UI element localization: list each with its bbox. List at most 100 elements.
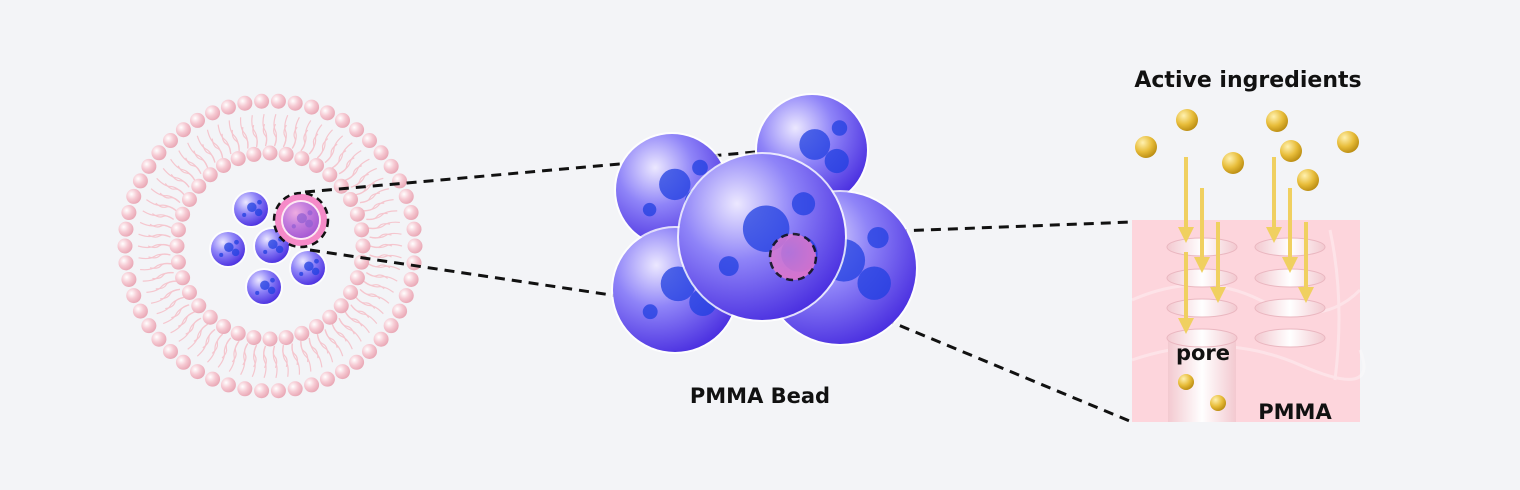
lipid-tail	[147, 243, 171, 249]
lipid-head	[220, 377, 236, 393]
lipid-head	[118, 255, 134, 271]
lipid-head	[343, 192, 359, 207]
lipid-head	[191, 298, 207, 314]
lipid-head	[181, 285, 197, 300]
lipid-head	[169, 238, 185, 254]
lipid-head	[118, 221, 134, 237]
active-ingredient-particle	[1210, 395, 1226, 411]
highlight-circle	[768, 232, 818, 282]
active-ingredient-particles	[1135, 109, 1359, 411]
lipid-head	[230, 325, 246, 341]
bead-spot	[642, 202, 657, 217]
active-ingredient-particle	[1176, 109, 1198, 131]
lipid-tail	[193, 150, 209, 168]
lipid-tail	[155, 280, 177, 290]
lipid-tail	[187, 142, 209, 169]
lipid-tail	[291, 343, 301, 375]
lipid-head	[349, 270, 365, 286]
lipid-tail	[324, 143, 338, 164]
bead-spot	[247, 202, 257, 213]
lipid-tail	[272, 345, 278, 369]
lipid-tail	[228, 120, 240, 151]
lipid-tail	[369, 243, 393, 249]
lipid-head	[294, 151, 310, 167]
bead-spot	[219, 252, 224, 257]
lipid-head	[373, 331, 389, 347]
lipid-tail	[363, 280, 385, 290]
bead-spot	[263, 249, 268, 254]
lipid-tail	[146, 280, 177, 293]
lipid-head	[383, 318, 399, 334]
bead-spot	[299, 271, 304, 276]
lipid-tail	[170, 311, 195, 334]
lipid-tail	[363, 280, 394, 293]
lipid-head	[392, 173, 408, 189]
lipid-head	[355, 238, 371, 254]
bead-spot	[275, 245, 284, 254]
lipid-head	[246, 330, 262, 346]
lipid-head	[132, 173, 148, 189]
lipid-tail	[177, 311, 195, 327]
lipid-tail	[185, 157, 202, 174]
lipid-head	[254, 383, 270, 399]
lipid-head	[343, 285, 359, 300]
lipid-tail	[368, 221, 400, 229]
lipid-tail	[291, 126, 298, 149]
lipid-head	[162, 343, 178, 359]
lipid-head	[287, 381, 303, 397]
lipid-tail	[317, 138, 329, 159]
pmma-block	[1132, 220, 1360, 422]
lipid-head	[175, 206, 191, 222]
lipid-head	[126, 288, 142, 304]
lipid-tail	[221, 133, 232, 155]
bead-spot	[270, 277, 275, 283]
pore-opening	[1166, 268, 1238, 288]
bead-spot	[304, 261, 314, 272]
active-ingredient-particle	[1337, 131, 1359, 153]
lipid-tail	[170, 173, 190, 188]
lipid-head	[202, 309, 218, 325]
lipid-tail	[149, 262, 172, 269]
lipid-tail	[228, 340, 240, 372]
bead-spot	[824, 148, 849, 174]
lipid-tail	[363, 199, 394, 212]
lipid-head	[349, 354, 365, 370]
lipid-tail	[345, 165, 363, 181]
lipid-head	[362, 343, 378, 359]
lipid-tail	[331, 323, 353, 350]
lipid-tail	[241, 126, 249, 149]
diffusion-arrows	[1178, 157, 1314, 334]
lipid-head	[117, 238, 133, 254]
lipid-tail	[291, 343, 299, 366]
lipid-head	[175, 122, 191, 138]
lipid-tail	[331, 324, 347, 342]
liposome	[117, 93, 423, 399]
active-ingredient-particle	[1280, 140, 1302, 162]
lipid-tail	[300, 341, 309, 363]
lipid-tail	[369, 254, 392, 258]
lipid-tail	[291, 117, 300, 149]
lipid-head	[294, 325, 310, 341]
lipid-tail	[165, 296, 185, 310]
lipid-tail	[338, 157, 355, 175]
lipid-tail	[263, 345, 267, 369]
bead-spot	[257, 199, 262, 205]
bead-spot	[314, 258, 319, 264]
active-ingredient-particle	[1178, 374, 1194, 390]
lipid-tail	[152, 271, 174, 280]
lipid-head	[403, 205, 419, 221]
pmma-bead-label: PMMA Bead	[690, 384, 830, 408]
highlight-tint	[283, 202, 319, 238]
lipid-tail	[193, 323, 208, 342]
lipid-head	[151, 145, 167, 161]
lipid-head	[406, 255, 422, 271]
lipid-tail	[338, 318, 355, 335]
lipid-tail	[155, 202, 177, 212]
active-ingredients-label: Active ingredients	[1134, 68, 1361, 93]
lipid-head	[220, 99, 236, 115]
lipid-head	[162, 133, 178, 149]
lipid-head	[170, 222, 186, 238]
bead-spot	[791, 192, 816, 216]
lipid-head	[322, 167, 338, 183]
